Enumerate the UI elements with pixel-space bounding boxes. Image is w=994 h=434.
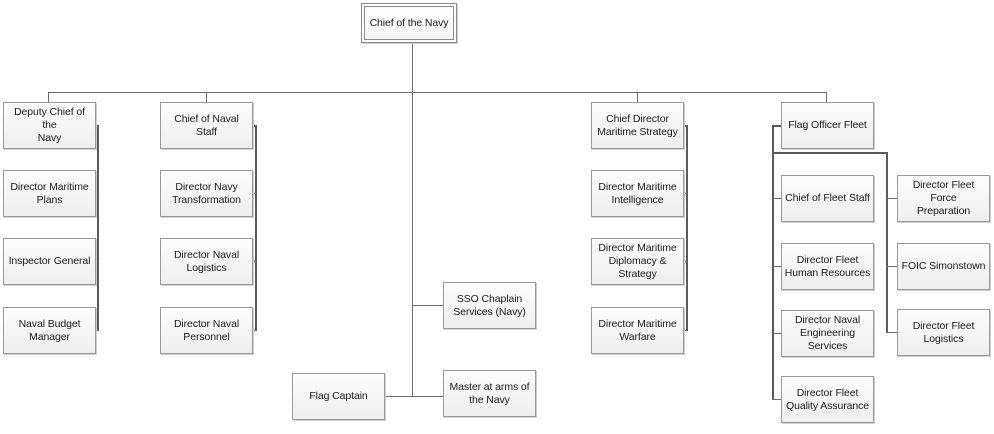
node-label: Director Fleet Human Resources — [784, 253, 871, 279]
node-label: Director Naval Logistics — [173, 248, 240, 274]
node-label: Naval Budget Manager — [18, 317, 81, 343]
node-director-fleet-quality-assurance[interactable]: Director Fleet Quality Assurance — [781, 376, 874, 423]
connector-stub-dir-fleet-logistics — [886, 332, 898, 333]
connector-stub-chief-naval-staff — [253, 125, 256, 127]
node-label: Director Maritime Intelligence — [598, 180, 677, 206]
node-label: Chief of Fleet Staff — [785, 192, 870, 204]
node-director-fleet-force-preparation[interactable]: Director Fleet Force Preparation — [897, 175, 990, 222]
node-foic-simonstown[interactable]: FOIC Simonstown — [897, 243, 990, 290]
node-director-maritime-warfare[interactable]: Director Maritime Warfare — [591, 307, 684, 354]
connector-stub-dir-naval-logistics — [253, 261, 256, 262]
connector-spine-flag-officer-fleet — [772, 125, 774, 400]
connector-stub-foic-simonstown — [886, 266, 898, 267]
connector-stub-dir-maritime-intelligence — [684, 193, 687, 194]
connector-spine-chief-naval-staff — [255, 125, 257, 331]
connector-spine-fleet-subcolumn — [886, 152, 888, 332]
connector-root-stem — [412, 42, 413, 93]
node-label: Chief of the Navy — [369, 16, 449, 29]
connector-stub-chief-dir-maritime-strategy — [684, 125, 687, 127]
node-sso-chaplain-services-navy[interactable]: SSO Chaplain Services (Navy) — [443, 282, 536, 329]
node-label: Director Maritime Diplomacy & Strategy — [598, 242, 677, 280]
connector-drop-chief-dir-maritime-strategy — [637, 92, 638, 103]
connector-stub-dir-naval-eng-services — [772, 333, 782, 334]
connector-root-central-spine — [412, 92, 413, 397]
node-master-at-arms-of-the-navy[interactable]: Master at arms of the Navy — [443, 370, 536, 417]
node-flag-officer-fleet[interactable]: Flag Officer Fleet — [781, 102, 874, 149]
connector-spine-deputy-chief — [97, 125, 99, 331]
node-director-maritime-plans[interactable]: Director Maritime Plans — [3, 170, 96, 217]
node-chief-of-fleet-staff[interactable]: Chief of Fleet Staff — [781, 175, 874, 222]
node-director-fleet-human-resources[interactable]: Director Fleet Human Resources — [781, 243, 874, 290]
node-chief-of-naval-staff[interactable]: Chief of Naval Staff — [160, 102, 253, 149]
node-label: Director Navy Transformation — [172, 180, 241, 206]
connector-stub-dir-fleet-quality — [772, 399, 782, 400]
node-label: Master at arms of the Navy — [449, 380, 530, 406]
connector-stub-dir-naval-personnel — [253, 330, 256, 331]
connector-stub-dir-fleet-hr — [772, 266, 782, 267]
connector-spine-chief-dir-maritime-strategy — [686, 125, 688, 331]
node-director-navy-transformation[interactable]: Director Navy Transformation — [160, 170, 253, 217]
node-inspector-general[interactable]: Inspector General — [3, 238, 96, 285]
node-naval-budget-manager[interactable]: Naval Budget Manager — [3, 307, 96, 354]
node-label: Flag Captain — [309, 390, 368, 402]
node-label: FOIC Simonstown — [901, 260, 986, 272]
node-label: Deputy Chief of the Navy — [14, 106, 85, 144]
node-label: Chief of Naval Staff — [174, 112, 239, 138]
node-flag-captain[interactable]: Flag Captain — [292, 373, 385, 420]
node-label: Chief Director Maritime Strategy — [597, 112, 678, 138]
connector-stub-dir-navy-transformation — [253, 193, 256, 194]
node-label: Director Maritime Plans — [10, 180, 89, 206]
node-label: Inspector General — [8, 255, 91, 267]
connector-to-sso-chaplain — [412, 305, 443, 306]
connector-stub-naval-budget-manager — [96, 330, 98, 331]
node-director-fleet-logistics[interactable]: Director Fleet Logistics — [897, 309, 990, 356]
node-label: Director Maritime Warfare — [598, 317, 677, 343]
connector-drop-flag-officer-fleet — [826, 92, 827, 103]
node-director-maritime-diplomacy-strategy[interactable]: Director Maritime Diplomacy & Strategy — [591, 238, 684, 285]
node-director-naval-engineering-services[interactable]: Director Naval Engineering Services — [781, 310, 874, 357]
connector-stub-deputy-chief — [96, 125, 98, 127]
connector-stub-chief-fleet-staff — [772, 198, 782, 199]
connector-stub-dir-maritime-diplomacy — [684, 261, 687, 262]
node-label: Director Fleet Logistics — [912, 319, 975, 345]
node-label: Director Fleet Force Preparation — [912, 179, 975, 217]
connector-drop-deputy-chief — [48, 92, 49, 103]
node-director-naval-personnel[interactable]: Director Naval Personnel — [160, 307, 253, 354]
node-director-naval-logistics[interactable]: Director Naval Logistics — [160, 238, 253, 285]
connector-stub-flag-officer-fleet — [772, 125, 782, 127]
connector-stub-inspector-general — [96, 261, 98, 262]
connector-flag-captain-master-at-arms — [385, 396, 443, 397]
connector-bus-fleet-subcolumn — [772, 152, 888, 154]
connector-stub-dir-fleet-force-prep — [886, 198, 898, 199]
node-chief-director-maritime-strategy[interactable]: Chief Director Maritime Strategy — [591, 102, 684, 149]
connector-top-bus — [48, 92, 827, 93]
node-label: Director Naval Personnel — [173, 317, 240, 343]
node-label: Flag Officer Fleet — [788, 119, 867, 131]
connector-drop-chief-naval-staff — [206, 92, 207, 103]
node-label: SSO Chaplain Services (Navy) — [453, 292, 526, 318]
node-label: Director Fleet Quality Assurance — [786, 386, 869, 412]
connector-stub-dir-maritime-plans — [96, 193, 98, 194]
node-deputy-chief-of-the-navy[interactable]: Deputy Chief of the Navy — [3, 102, 96, 149]
node-chief-of-the-navy[interactable]: Chief of the Navy — [361, 3, 457, 43]
node-label: Director Naval Engineering Services — [794, 314, 861, 352]
connector-stub-dir-maritime-warfare — [684, 330, 687, 331]
node-director-maritime-intelligence[interactable]: Director Maritime Intelligence — [591, 170, 684, 217]
